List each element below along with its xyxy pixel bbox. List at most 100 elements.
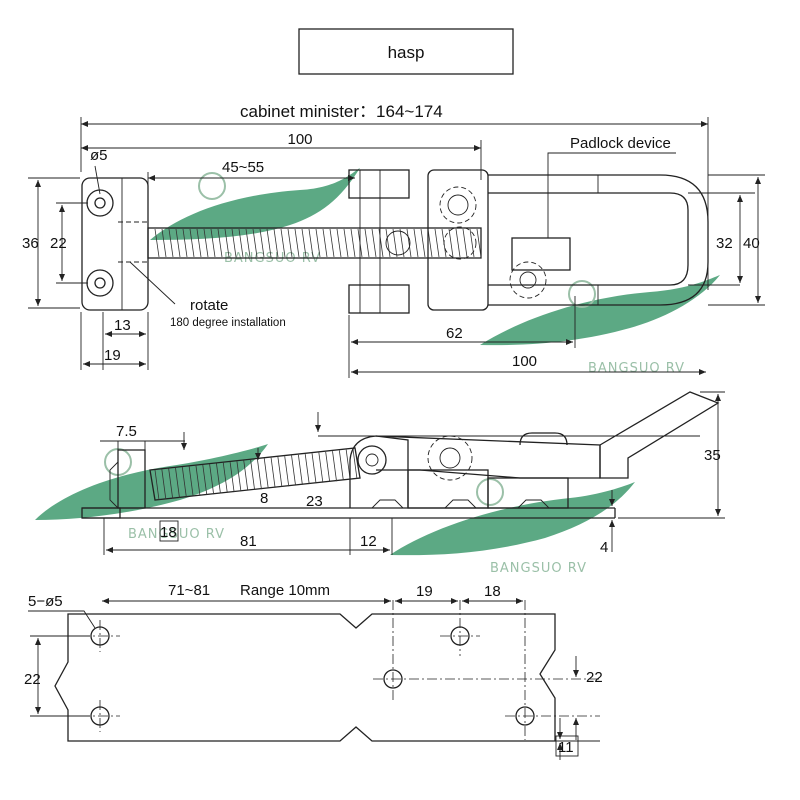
thread-line — [161, 469, 167, 500]
thread-line — [291, 455, 296, 486]
thread-line — [257, 459, 262, 490]
range-label: Range 10mm — [240, 582, 330, 599]
thread-line — [399, 228, 405, 258]
watermark-text: BANGSUO RV — [490, 561, 587, 576]
watermark-text: BANGSUO RV — [588, 361, 685, 376]
thread-line — [371, 228, 377, 258]
padlock-label: Padlock device — [570, 135, 671, 152]
dim-23: 23 — [306, 493, 323, 510]
thread-line — [238, 228, 244, 258]
plate-view: 5−ø5 71~81 Range 10mm 19 18 22 22 11 — [24, 582, 603, 760]
holes-label: 5−ø5 — [28, 593, 63, 610]
cabinet-label: cabinet minister：164~174 — [240, 102, 443, 121]
watermark-swirl — [568, 280, 596, 308]
thread-line — [434, 228, 440, 258]
thread-line — [175, 467, 180, 498]
thread-line — [448, 228, 454, 258]
thread-line — [318, 452, 324, 483]
dim-35: 35 — [704, 447, 721, 464]
thread-line — [154, 228, 160, 258]
thread-line — [284, 456, 290, 487]
thread-line — [217, 228, 223, 258]
thread-line — [462, 228, 468, 258]
thread-line — [476, 228, 482, 258]
thread-line — [280, 228, 286, 258]
thread-line — [189, 228, 195, 258]
thread-line — [364, 228, 370, 258]
watermark-swirl — [198, 172, 226, 200]
thread-line — [196, 228, 202, 258]
thread-line — [277, 456, 283, 488]
dim-22-top: 22 — [50, 235, 67, 252]
dim-11: 11 — [558, 739, 574, 756]
thread-line — [287, 228, 293, 258]
dim-18-side: 18 — [160, 524, 177, 541]
thread-line — [332, 451, 337, 482]
thread-line — [202, 464, 208, 495]
thread-line — [311, 453, 317, 484]
thread-line — [210, 228, 216, 258]
watermark-text: BANGSUO RV — [128, 527, 225, 542]
thread-line — [392, 228, 398, 258]
thread-line — [188, 466, 194, 497]
thread-line — [154, 469, 160, 501]
thread-line — [406, 228, 412, 258]
dim-19-top: 19 — [104, 347, 121, 364]
dim-4: 4 — [600, 539, 608, 556]
thread-line — [385, 228, 391, 258]
thread-line — [245, 228, 251, 258]
dim-62: 62 — [446, 325, 463, 342]
thread-line — [273, 228, 279, 258]
thread-line — [350, 228, 356, 258]
dim-22-left: 22 — [24, 671, 41, 688]
thread-line — [243, 460, 249, 491]
title-box: hasp — [298, 28, 514, 75]
watermark-leaf — [150, 168, 360, 240]
thread-range-label: 45~55 — [222, 159, 264, 176]
thread-line — [420, 228, 426, 258]
watermark-swirl — [476, 478, 504, 506]
thread-line — [455, 228, 461, 258]
thread-line — [209, 464, 215, 495]
rod-threads — [154, 448, 358, 501]
thread-line — [352, 448, 358, 480]
range-value: 71~81 — [168, 582, 210, 599]
thread-line — [266, 228, 272, 258]
dim-7-5: 7.5 — [116, 423, 137, 440]
dim-36: 36 — [22, 235, 39, 252]
thread-line — [343, 228, 349, 258]
thread-line — [304, 454, 310, 485]
thread-line — [315, 228, 321, 258]
thread-line — [222, 462, 228, 493]
dim-18-plate: 18 — [484, 583, 501, 600]
thread-line — [175, 228, 181, 258]
dim-40: 40 — [743, 235, 760, 252]
thread-line — [236, 461, 242, 492]
thread-line — [195, 465, 201, 496]
thread-line — [229, 461, 235, 493]
rod-threads — [154, 228, 482, 258]
thread-line — [161, 228, 167, 258]
thread-line — [252, 228, 258, 258]
thread-line — [329, 228, 335, 258]
thread-line — [168, 468, 174, 499]
thread-line — [181, 467, 187, 498]
thread-line — [259, 228, 265, 258]
thread-line — [413, 228, 419, 258]
dim-100-top: 100 — [287, 131, 312, 148]
top-view: cabinet minister：164~174 100 ø5 45~55 36… — [22, 102, 765, 378]
thread-line — [270, 457, 276, 488]
thread-line — [203, 228, 209, 258]
thread-line — [338, 450, 344, 481]
thread-line — [301, 228, 307, 258]
thread-line — [250, 459, 255, 490]
dim-81: 81 — [240, 533, 257, 550]
thread-line — [469, 228, 475, 258]
dim-19-plate: 19 — [416, 583, 433, 600]
thread-line — [168, 228, 174, 258]
dim-12: 12 — [360, 533, 377, 550]
dim-32: 32 — [716, 235, 733, 252]
rotate-note: 180 degree installation — [170, 317, 286, 329]
rotate-label: rotate — [190, 297, 228, 314]
